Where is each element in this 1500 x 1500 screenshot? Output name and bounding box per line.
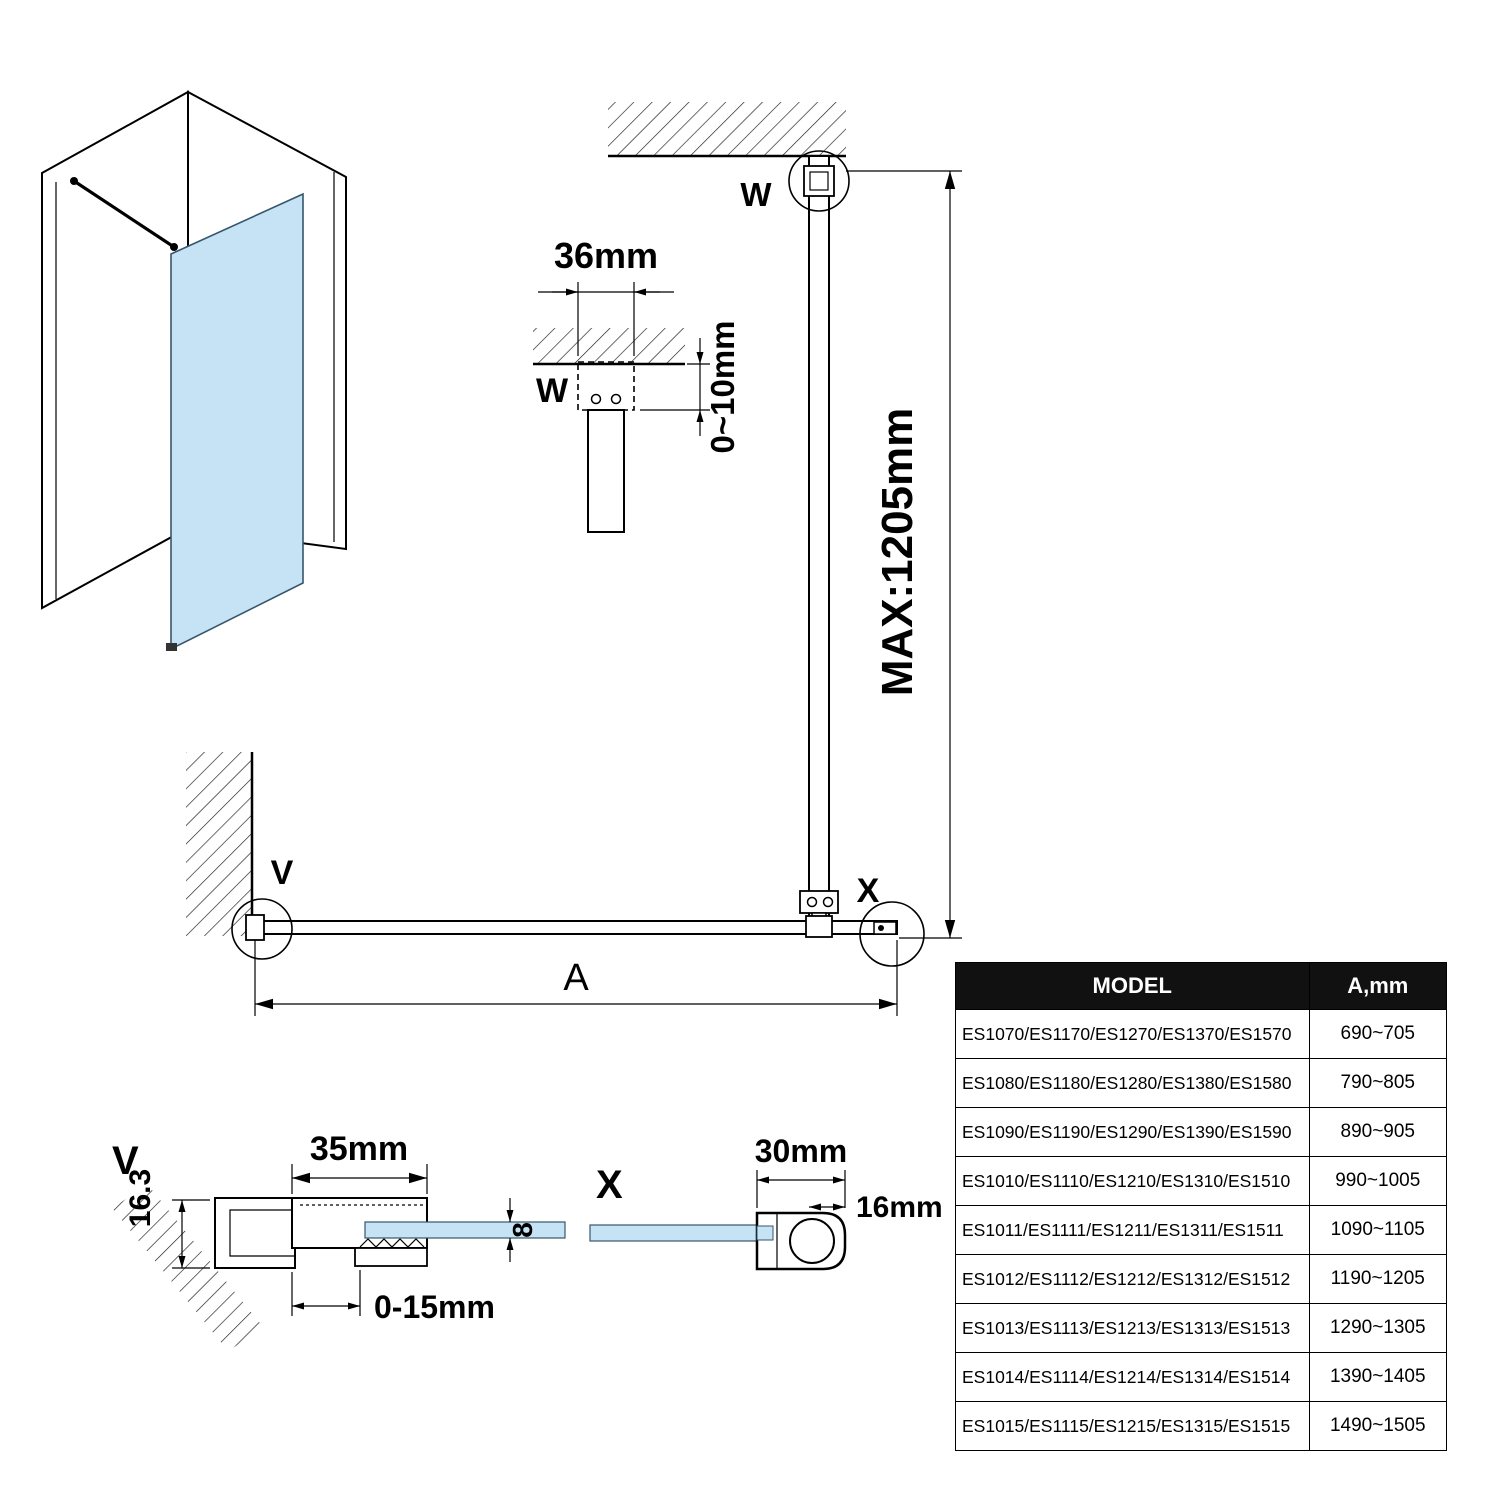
glass-panel [170, 192, 304, 651]
profile-spring [359, 1238, 425, 1248]
a-cell: 990~1005 [1308, 1156, 1448, 1206]
model-cell: ES1010/ES1110/ES1210/ES1310/ES1510 [955, 1156, 1310, 1206]
detail-w: 36mm W 0~10mm [533, 235, 741, 533]
dim-35mm-label: 35mm [310, 1130, 408, 1168]
a-cell: 1290~1305 [1308, 1303, 1448, 1353]
bracket-screw [590, 393, 602, 405]
detail-w-label: W [536, 372, 569, 410]
profile-lower-jaw [354, 1247, 428, 1267]
dim-a-label: A [563, 957, 589, 999]
glass-panel-plan [254, 920, 898, 935]
header-model: MODEL [955, 962, 1310, 1010]
ceiling-bracket [803, 165, 835, 197]
wall-profile-block [245, 914, 265, 941]
header-a-mm: A,mm [1308, 962, 1448, 1010]
dim-0-15mm-label: 0-15mm [374, 1289, 495, 1325]
round-bar-section [789, 1218, 835, 1264]
isometric-view [41, 90, 347, 651]
callout-circle-w [788, 150, 850, 212]
ceiling-hatch [533, 328, 685, 364]
model-cell: ES1012/ES1112/ES1212/ES1312/ES1512 [955, 1254, 1310, 1304]
callout-circle-x [859, 901, 925, 967]
end-clamp-body [755, 1211, 847, 1271]
a-cell: 890~905 [1308, 1107, 1448, 1157]
support-bar-wall-mount [70, 177, 78, 185]
glass-in-slot [756, 1225, 774, 1241]
elevation-view: W V X MAX:1205mm A [186, 102, 962, 1016]
floor-foot [166, 643, 177, 651]
end-fitting [873, 921, 897, 935]
ceiling-bracket-inner [809, 171, 829, 191]
clamp-screw [806, 896, 818, 908]
bracket-screw [610, 393, 622, 405]
model-cell: ES1011/ES1111/ES1211/ES1311/ES1511 [955, 1205, 1310, 1255]
wall-profile-channel [229, 1209, 295, 1257]
detail-x-label: X [596, 1163, 623, 1207]
bracket-hidden-outline [577, 361, 635, 411]
dim-0-10mm-label: 0~10mm [704, 320, 741, 453]
glass-edge [589, 1224, 773, 1242]
model-cell: ES1080/ES1180/ES1280/ES1380/ES1580 [955, 1058, 1310, 1108]
dim-16mm-label: 16mm [856, 1191, 943, 1224]
ceiling-hatch [608, 102, 846, 156]
callout-x-label: X [857, 872, 880, 910]
glass-edge [364, 1221, 566, 1239]
model-cell: ES1070/ES1170/ES1270/ES1370/ES1570 [955, 1009, 1310, 1059]
dim-36mm-label: 36mm [554, 235, 658, 276]
wall-hatch [186, 752, 252, 936]
detail-v: V 16.3 35mm 0-15mm 8 [112, 1130, 566, 1351]
model-cell: ES1013/ES1113/ES1213/ES1313/ES1513 [955, 1303, 1310, 1353]
model-table: MODEL A,mm ES1070/ES1170/ES1270/ES1370/E… [955, 962, 1448, 1451]
vertical-support-bar [808, 155, 830, 923]
clamp-screw [822, 896, 834, 908]
a-cell: 690~705 [1308, 1009, 1448, 1059]
callout-w-label: W [740, 176, 772, 213]
a-cell: 1390~1405 [1308, 1352, 1448, 1402]
bracket-bar [587, 409, 625, 533]
glass-clamp [805, 915, 833, 938]
detail-v-label: V [112, 1139, 139, 1183]
a-cell: 1490~1505 [1308, 1401, 1448, 1451]
wall-left [41, 90, 189, 610]
end-fitting-screw [878, 925, 884, 931]
dim-8-label: 8 [507, 1222, 538, 1238]
a-cell: 1190~1205 [1308, 1254, 1448, 1304]
detail-x: X 30mm 16mm [589, 1133, 943, 1271]
dim-30mm-label: 30mm [755, 1133, 848, 1169]
model-cell: ES1014/ES1114/ES1214/ES1314/ES1514 [955, 1352, 1310, 1402]
callout-circle-v [231, 898, 293, 960]
dim-max-label: MAX:1205mm [873, 408, 922, 697]
dim-163-label: 16.3 [124, 1169, 157, 1227]
a-cell: 790~805 [1308, 1058, 1448, 1108]
a-cell: 1090~1105 [1308, 1205, 1448, 1255]
support-bar-glass-mount [170, 243, 178, 251]
model-cell: ES1090/ES1190/ES1290/ES1390/ES1590 [955, 1107, 1310, 1157]
callout-v-label: V [271, 854, 294, 892]
table-header-row: MODEL A,mm [955, 962, 1448, 1010]
wall-profile-body [214, 1197, 296, 1269]
model-cell: ES1015/ES1115/ES1215/ES1315/ES1515 [955, 1401, 1310, 1451]
support-bar [73, 179, 175, 249]
